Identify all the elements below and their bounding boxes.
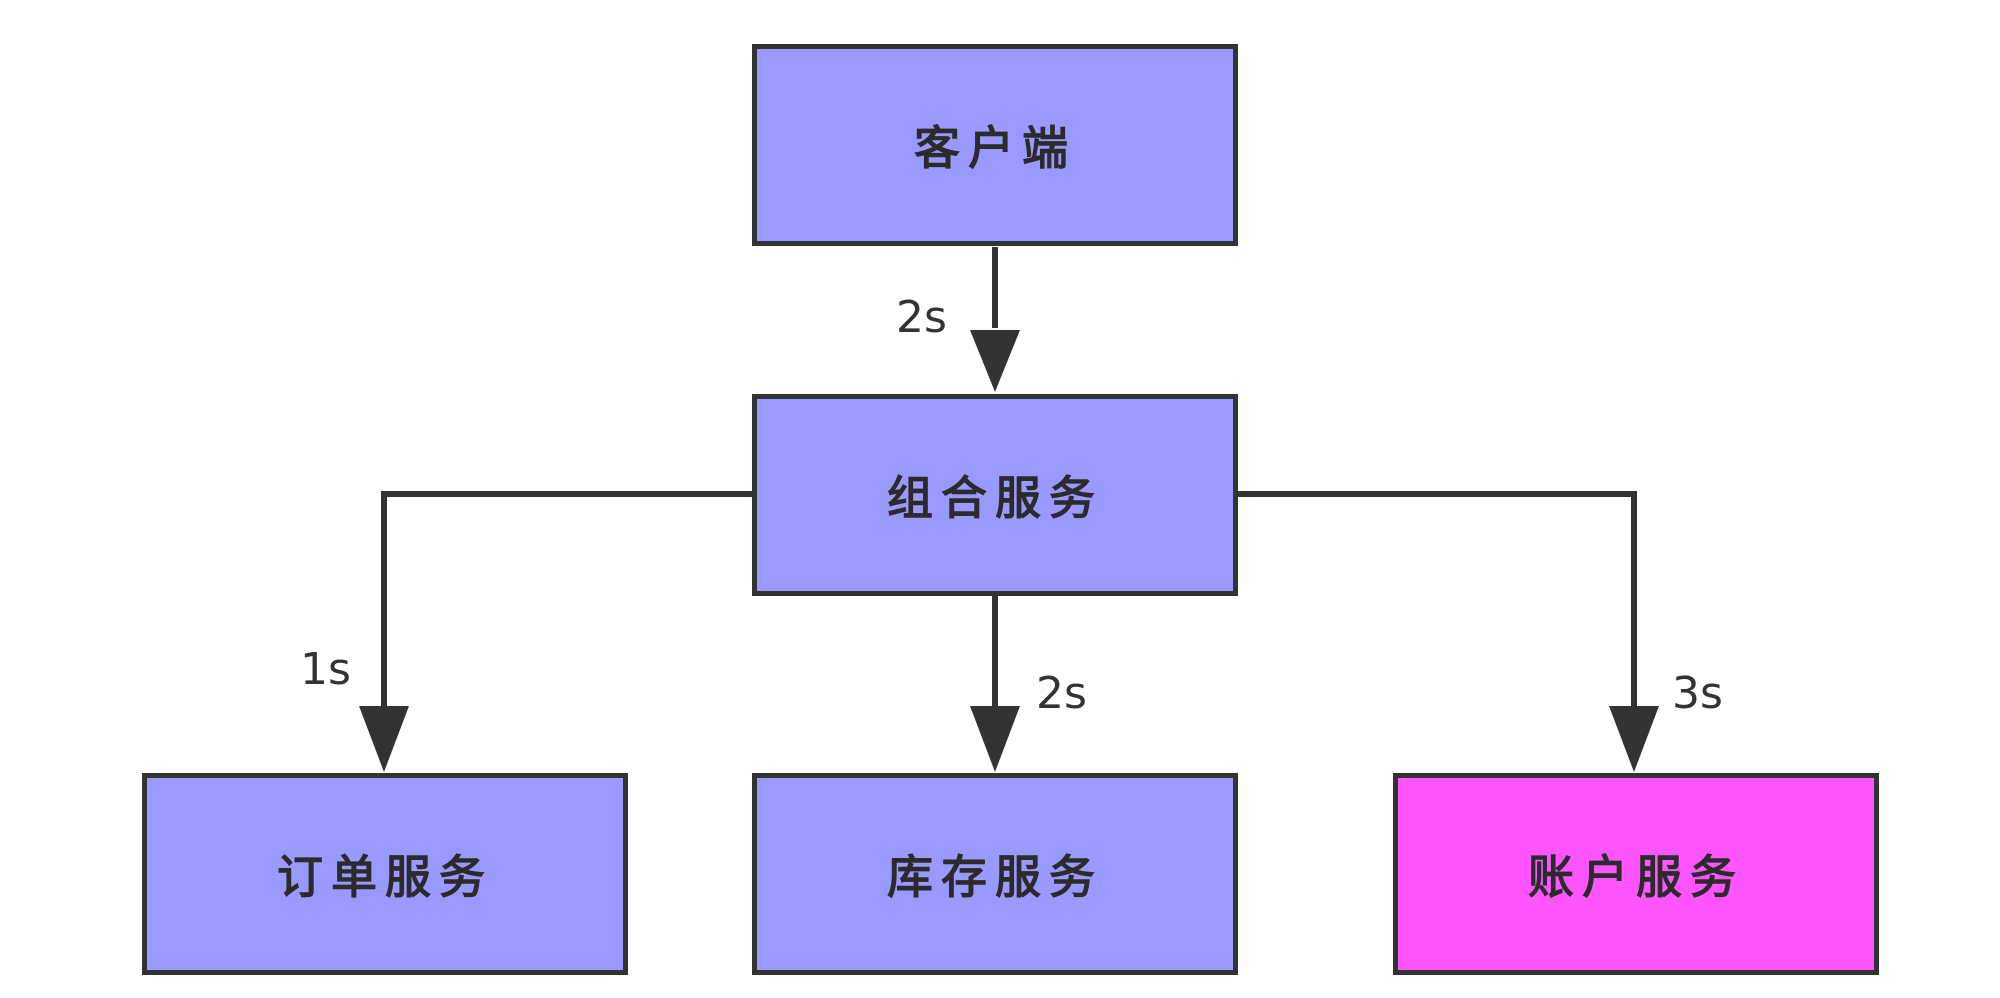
edge-label-composite-to-account: 3s xyxy=(1672,668,1723,719)
edge-label-composite-to-inventory: 2s xyxy=(1036,668,1087,719)
node-client: 客户端 xyxy=(752,44,1238,246)
edge-label-composite-to-order: 1s xyxy=(300,644,351,695)
node-inventory-service: 库存服务 xyxy=(752,773,1238,975)
node-composite-service: 组合服务 xyxy=(752,394,1238,596)
node-order-service: 订单服务 xyxy=(142,773,628,975)
arrowhead-composite-to-inventory xyxy=(970,706,1020,772)
node-account-service-label: 账户服务 xyxy=(1528,850,1744,904)
node-order-service-label: 订单服务 xyxy=(277,850,493,904)
edge-composite-to-order xyxy=(381,491,752,710)
node-client-label: 客户端 xyxy=(914,121,1076,175)
edge-composite-to-account xyxy=(1238,491,1637,710)
edge-label-client-to-composite: 2s xyxy=(896,292,947,343)
node-account-service: 账户服务 xyxy=(1393,773,1879,975)
arrowhead-composite-to-account xyxy=(1609,706,1659,772)
node-inventory-service-label: 库存服务 xyxy=(887,850,1103,904)
node-composite-service-label: 组合服务 xyxy=(887,471,1103,525)
arrowhead-composite-to-order xyxy=(359,706,409,772)
arrowhead-client-to-composite xyxy=(970,330,1020,392)
